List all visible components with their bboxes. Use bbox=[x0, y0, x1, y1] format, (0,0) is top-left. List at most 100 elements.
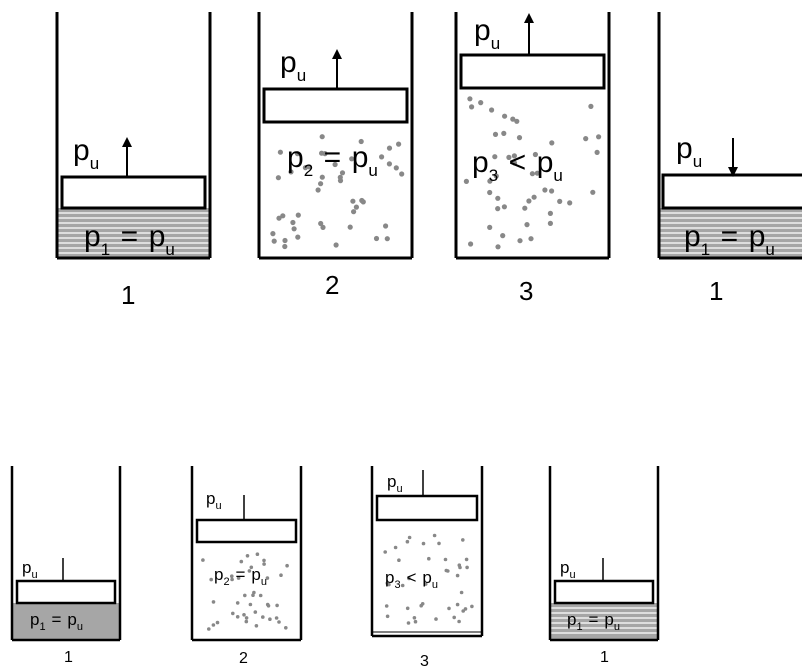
piston bbox=[15, 579, 117, 605]
gas-molecule bbox=[249, 565, 254, 570]
outside-pressure-label-base: p bbox=[22, 558, 31, 577]
pressure-equation-left-sub: 1 bbox=[101, 240, 110, 259]
outside-pressure-label-subscript: u bbox=[396, 483, 402, 495]
gas-molecule bbox=[596, 134, 602, 140]
gas-molecule bbox=[201, 558, 205, 562]
gas-molecule bbox=[209, 577, 213, 582]
gas-molecule bbox=[358, 138, 364, 145]
gas-molecule bbox=[468, 241, 474, 247]
stage-number: 3 bbox=[420, 653, 429, 666]
pressure-equation-operator: = bbox=[324, 141, 342, 174]
stage-number: 1 bbox=[600, 649, 609, 666]
gas-molecule bbox=[549, 188, 555, 194]
stage-number: 1 bbox=[121, 280, 135, 310]
pressure-equation-right-sub: u bbox=[77, 621, 83, 633]
pressure-equation-right-sub: u bbox=[553, 166, 562, 185]
gas-molecule bbox=[386, 161, 392, 167]
pressure-equation-right: p bbox=[749, 220, 766, 253]
pressure-equation-left-sub: 3 bbox=[394, 579, 400, 591]
stage-number: 1 bbox=[709, 276, 723, 306]
gas-molecule bbox=[588, 103, 594, 109]
gas-molecule bbox=[396, 141, 402, 147]
pressure-equation-right: p bbox=[352, 141, 369, 174]
pressure-equation-right-sub: u bbox=[614, 621, 620, 633]
gas-molecule bbox=[386, 145, 393, 151]
gas-molecule bbox=[413, 619, 418, 624]
pressure-equation-right: p bbox=[422, 568, 431, 587]
piston bbox=[60, 175, 207, 210]
gas-molecule bbox=[443, 557, 448, 562]
gas-molecule bbox=[437, 541, 441, 546]
pressure-equation-left-sub: 2 bbox=[223, 576, 229, 588]
gas-molecule bbox=[534, 170, 540, 176]
gas-molecule bbox=[528, 236, 534, 242]
gas-molecule bbox=[461, 609, 466, 613]
gas-molecule bbox=[458, 565, 462, 570]
gas-molecule bbox=[457, 619, 461, 624]
outside-pressure-label: pu bbox=[22, 558, 38, 581]
gas-molecule bbox=[517, 238, 523, 244]
outside-pressure-label-subscript: u bbox=[693, 152, 702, 171]
pressure-equation-left: p bbox=[214, 565, 223, 584]
gas-molecule bbox=[271, 238, 277, 244]
gas-molecule bbox=[280, 213, 286, 219]
outside-pressure-label: pu bbox=[560, 558, 576, 581]
pressure-equation-left: p bbox=[84, 220, 101, 253]
gas-molecule bbox=[532, 151, 539, 158]
gas-molecule bbox=[349, 156, 355, 162]
gas-molecule bbox=[464, 557, 469, 562]
gas-molecule bbox=[412, 616, 417, 620]
liquid-fill bbox=[12, 603, 120, 640]
gas-molecule bbox=[489, 107, 495, 113]
gas-molecule bbox=[295, 234, 301, 240]
gas-molecule bbox=[455, 602, 460, 607]
gas-molecule bbox=[277, 149, 283, 155]
gas-molecule bbox=[302, 165, 308, 171]
gas-molecule bbox=[353, 204, 359, 210]
gas-molecule bbox=[393, 165, 399, 171]
gas-molecule bbox=[254, 624, 259, 628]
gas-molecule bbox=[384, 604, 389, 608]
outside-pressure-label-subscript: u bbox=[297, 66, 306, 85]
gas-molecule bbox=[253, 610, 258, 614]
gas-molecule bbox=[406, 621, 411, 625]
gas-molecule bbox=[251, 593, 255, 597]
gas-molecule bbox=[487, 224, 493, 230]
gas-molecule bbox=[245, 554, 250, 558]
gas-molecule bbox=[526, 198, 532, 204]
gas-molecule bbox=[529, 171, 536, 177]
gas-molecule bbox=[407, 576, 411, 581]
gas-molecule bbox=[487, 178, 493, 184]
liquid-region bbox=[659, 208, 802, 258]
gas-molecule bbox=[315, 187, 321, 193]
gas-molecule bbox=[583, 136, 589, 142]
pressure-equation: p1=pu bbox=[30, 610, 83, 633]
pressure-equation-left-sub: 3 bbox=[489, 166, 498, 185]
gas-molecule bbox=[242, 613, 246, 617]
gas-molecule bbox=[547, 210, 554, 216]
gas-molecule bbox=[215, 620, 220, 625]
gas-molecule bbox=[207, 627, 211, 631]
pressure-equation-left: p bbox=[684, 220, 701, 253]
gas-molecule bbox=[500, 233, 506, 239]
outside-pressure-label-subscript: u bbox=[31, 569, 37, 581]
stage-number: 3 bbox=[519, 276, 533, 306]
pressure-equation-left: p bbox=[287, 141, 304, 174]
liquid-region bbox=[12, 603, 120, 640]
pressure-equation-right-sub: u bbox=[765, 240, 774, 259]
gas-molecule bbox=[492, 131, 499, 137]
gas-molecule bbox=[470, 604, 474, 609]
gas-molecule bbox=[495, 244, 501, 250]
gas-molecule bbox=[282, 237, 288, 244]
gas-molecule bbox=[339, 170, 346, 176]
gas-molecule bbox=[501, 130, 507, 136]
outside-pressure-label-base: p bbox=[387, 472, 396, 491]
piston bbox=[195, 518, 298, 544]
gas-molecule bbox=[322, 151, 328, 157]
gas-molecule bbox=[239, 559, 244, 564]
